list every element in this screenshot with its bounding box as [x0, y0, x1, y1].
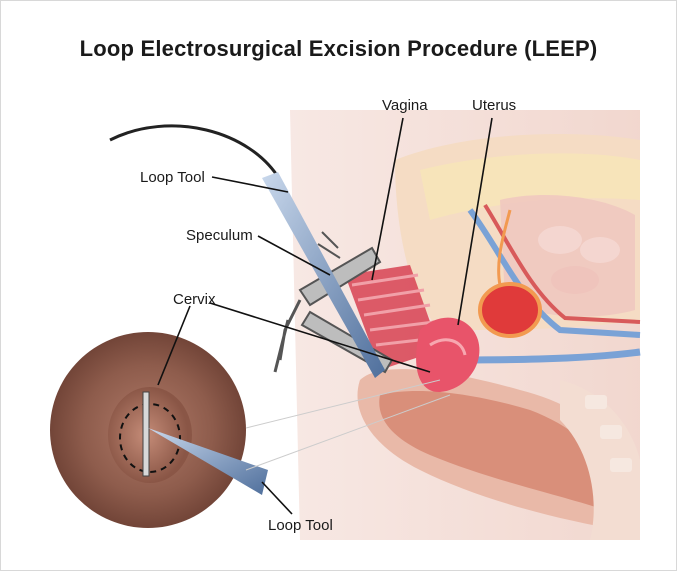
- intestine-loop-2: [580, 237, 620, 263]
- intestine-loop-1: [538, 226, 582, 254]
- label-vagina: Vagina: [382, 97, 428, 114]
- label-loop-tool-top: Loop Tool: [140, 169, 205, 186]
- leader-loop-tool-bottom: [262, 482, 292, 514]
- vertebra-1: [585, 395, 607, 409]
- vertebra-3: [610, 458, 632, 472]
- label-cervix: Cervix: [173, 291, 216, 308]
- inset-loop-wire: [143, 392, 149, 476]
- label-speculum: Speculum: [186, 227, 253, 244]
- intestine-loop-3: [551, 266, 599, 294]
- uterus-body: [480, 284, 540, 336]
- vertebra-2: [600, 425, 622, 439]
- label-loop-tool-bottom: Loop Tool: [268, 517, 333, 534]
- label-uterus: Uterus: [472, 97, 516, 114]
